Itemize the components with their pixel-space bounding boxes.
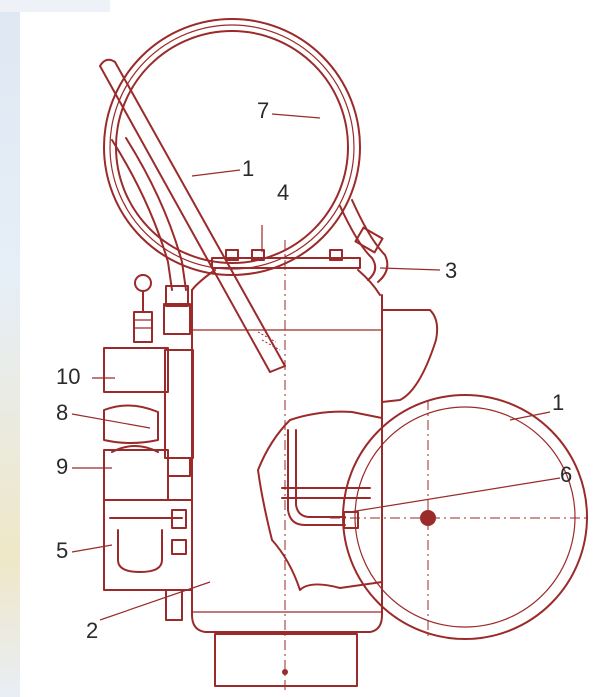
- hose-to-valve: [111, 137, 191, 335]
- hose-coil: [103, 18, 389, 283]
- discharge-lance: [99, 58, 286, 373]
- callout-10: 10: [56, 364, 80, 389]
- carry-handle: [381, 309, 439, 403]
- leader-lines: [71, 113, 561, 621]
- callout-6: 6: [560, 462, 572, 487]
- callout-3: 3: [445, 258, 457, 283]
- top-edge-strip: [0, 0, 110, 12]
- cutaway-section: [257, 410, 383, 591]
- valve-assembly: [103, 274, 194, 621]
- callout-1-lance: 1: [242, 156, 254, 181]
- top-plate: [191, 249, 381, 296]
- wheel: [330, 394, 590, 640]
- callout-5: 5: [56, 538, 68, 563]
- left-edge-strip: [0, 0, 20, 697]
- cylinder-body: [191, 240, 383, 690]
- callout-4: 4: [277, 180, 289, 205]
- callout-9: 9: [56, 454, 68, 479]
- callout-1-wheel: 1: [552, 390, 564, 415]
- callout-8: 8: [56, 400, 68, 425]
- callout-2: 2: [86, 618, 98, 643]
- callout-7: 7: [257, 98, 269, 123]
